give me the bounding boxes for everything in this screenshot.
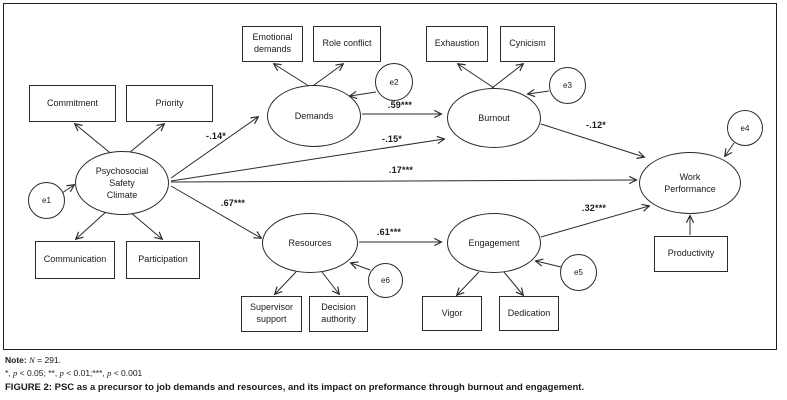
box-productivity: Productivity xyxy=(654,236,728,272)
error-e3-label: e3 xyxy=(563,81,572,90)
figure-caption-label: FIGURE 2: xyxy=(5,382,52,393)
error-e1-label: e1 xyxy=(42,196,51,205)
box-cynicism: Cynicism xyxy=(500,26,555,62)
latent-resources: Resources xyxy=(262,213,358,273)
latent-psc-label: Psychosocial Safety Climate xyxy=(95,165,149,201)
path-burnout-work-performance xyxy=(540,123,644,157)
sig-part-3: < 0.01;***, xyxy=(63,368,108,378)
latent-burnout: Burnout xyxy=(447,88,541,148)
path-burnout-cynicism xyxy=(491,64,523,89)
box-supervisor-support-label: Supervisor support xyxy=(249,302,294,324)
box-decision-authority: Decision authority xyxy=(309,296,368,332)
path-e4-work-performance xyxy=(725,142,735,156)
significance-line: *, p < 0.05; **, p < 0.01;***, p < 0.001 xyxy=(5,368,142,378)
box-participation: Participation xyxy=(126,241,200,279)
sig-p-1: p xyxy=(13,368,18,378)
box-vigor: Vigor xyxy=(422,296,482,331)
error-e6: e6 xyxy=(368,263,403,298)
note-label: Note: xyxy=(5,355,27,365)
note-rest: = 291. xyxy=(34,355,62,365)
path-psc-demands xyxy=(170,117,258,179)
latent-resources-label: Resources xyxy=(288,237,332,248)
coef-demands-burnout: .59*** xyxy=(387,100,413,110)
error-e5-label: e5 xyxy=(574,268,583,277)
path-engagement-work-performance xyxy=(540,206,649,238)
path-burnout-exhaustion xyxy=(458,64,495,89)
path-demands-emotional-demands xyxy=(274,64,313,89)
box-supervisor-support: Supervisor support xyxy=(241,296,302,332)
note-line: Note: N = 291. xyxy=(5,355,61,365)
sig-part-4: < 0.001 xyxy=(111,368,143,378)
path-e1-psc xyxy=(61,185,74,194)
latent-demands-label: Demands xyxy=(294,110,334,121)
path-resources-decision-authority xyxy=(321,271,339,294)
figure-caption-text: PSC as a precursor to job demands and re… xyxy=(51,382,585,393)
box-priority: Priority xyxy=(126,85,213,122)
latent-engagement-label: Engagement xyxy=(468,237,520,248)
path-psc-resources xyxy=(170,185,261,238)
coef-burnout-work-performance: -.12* xyxy=(585,120,607,130)
box-cynicism-label: Cynicism xyxy=(509,38,546,49)
sig-p-3: p xyxy=(107,368,112,378)
path-psc-priority xyxy=(128,124,164,154)
latent-work-performance-label: Work Performance xyxy=(664,171,716,194)
box-decision-authority-label: Decision authority xyxy=(321,302,356,324)
path-psc-commitment xyxy=(75,124,115,157)
path-engagement-dedication xyxy=(503,271,523,295)
path-e5-engagement xyxy=(536,261,562,268)
box-exhaustion: Exhaustion xyxy=(426,26,488,62)
path-e2-demands xyxy=(350,92,377,96)
latent-demands: Demands xyxy=(267,85,361,147)
diagram-frame xyxy=(3,3,777,350)
sig-p-2: p xyxy=(59,368,64,378)
box-priority-label: Priority xyxy=(155,97,184,108)
box-vigor-label: Vigor xyxy=(441,307,463,318)
box-commitment: Commitment xyxy=(29,85,116,122)
error-e2: e2 xyxy=(375,63,413,101)
latent-burnout-label: Burnout xyxy=(478,112,510,123)
box-communication: Communication xyxy=(35,241,115,279)
box-emotional-demands: Emotional demands xyxy=(242,26,303,62)
box-exhaustion-label: Exhaustion xyxy=(434,38,480,49)
box-role-conflict: Role conflict xyxy=(313,26,381,62)
box-dedication-label: Dedication xyxy=(507,307,551,318)
sig-part-1: *, xyxy=(5,368,14,378)
path-demands-role-conflict xyxy=(309,64,343,89)
coef-psc-work-performance: .17*** xyxy=(388,165,414,175)
figure-caption: FIGURE 2: PSC as a precursor to job dema… xyxy=(5,382,584,393)
path-e6-resources xyxy=(351,263,371,271)
box-participation-label: Participation xyxy=(138,254,188,265)
coef-engagement-work-performance: .32*** xyxy=(581,203,607,213)
path-psc-communication xyxy=(76,210,108,239)
box-productivity-label: Productivity xyxy=(667,248,715,259)
box-commitment-label: Commitment xyxy=(46,97,98,108)
path-e3-burnout xyxy=(528,91,550,94)
latent-engagement: Engagement xyxy=(447,213,541,273)
coef-psc-resources: .67*** xyxy=(220,198,246,208)
box-emotional-demands-label: Emotional demands xyxy=(252,32,293,54)
note-n-symbol: N xyxy=(29,355,35,365)
box-dedication: Dedication xyxy=(499,296,559,331)
path-psc-burnout xyxy=(170,139,444,182)
error-e4: e4 xyxy=(727,110,763,146)
error-e4-label: e4 xyxy=(740,123,750,133)
latent-work-performance: Work Performance xyxy=(639,152,741,214)
error-e5: e5 xyxy=(560,254,597,291)
box-communication-label: Communication xyxy=(43,254,107,265)
path-engagement-vigor xyxy=(457,271,480,295)
coef-psc-demands: -.14* xyxy=(205,131,227,141)
path-resources-supervisor-support xyxy=(275,271,297,294)
coef-resources-engagement: .61*** xyxy=(376,227,402,237)
sig-part-2: < 0.05; **, xyxy=(17,368,60,378)
latent-psc: Psychosocial Safety Climate xyxy=(75,151,169,215)
error-e1: e1 xyxy=(28,182,65,219)
error-e6-label: e6 xyxy=(381,276,390,285)
box-role-conflict-label: Role conflict xyxy=(322,38,372,49)
path-psc-work-performance xyxy=(170,180,636,182)
path-psc-participation xyxy=(129,211,162,239)
error-e2-label: e2 xyxy=(389,77,399,87)
coef-psc-burnout: -.15* xyxy=(381,134,403,144)
error-e3: e3 xyxy=(549,67,586,104)
